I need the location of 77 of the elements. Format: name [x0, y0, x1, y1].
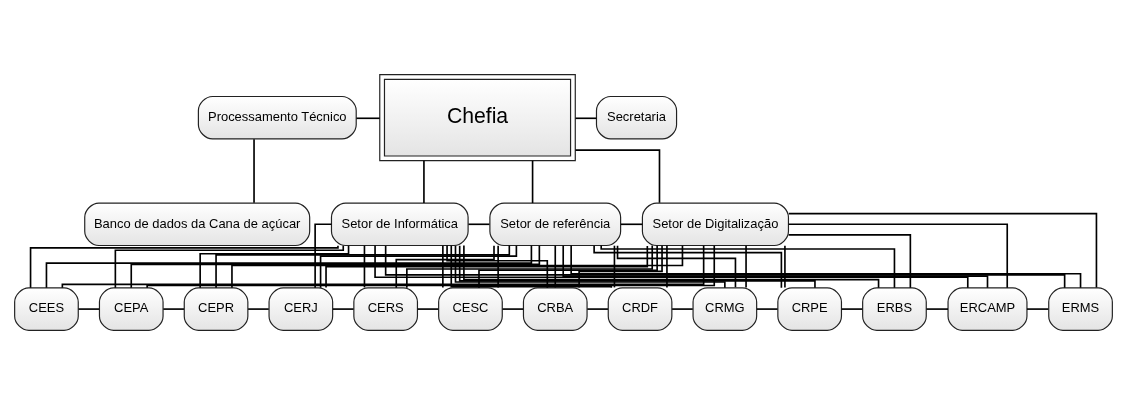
connector — [454, 244, 726, 289]
connector — [450, 244, 613, 289]
connector — [531, 159, 534, 204]
node-box: ERCAMP — [947, 287, 1028, 331]
connector — [384, 245, 1066, 289]
connector — [45, 244, 533, 289]
connector — [574, 117, 598, 120]
connector — [788, 212, 1098, 289]
connector — [77, 308, 100, 310]
node-box: CRMG — [692, 287, 758, 331]
connector — [784, 244, 786, 289]
connector — [395, 244, 495, 289]
connector — [467, 223, 491, 226]
node-box: CRPE — [777, 287, 843, 331]
node-box: ERBS — [862, 287, 927, 331]
connector — [416, 308, 440, 310]
node-box: Secretaria — [595, 95, 678, 140]
connector — [497, 244, 499, 289]
connector — [463, 244, 880, 289]
connector — [199, 244, 350, 289]
connector — [570, 244, 1082, 289]
connector — [562, 244, 989, 289]
connector — [319, 244, 518, 289]
connector — [787, 234, 912, 289]
connector — [745, 244, 747, 289]
node-box: Setor de Digitalização — [641, 202, 790, 247]
connector — [620, 223, 644, 226]
connector — [756, 308, 779, 310]
connector — [501, 308, 524, 310]
connector — [406, 244, 654, 289]
node-box: CRDF — [607, 287, 673, 331]
node-box: Chefia — [379, 74, 576, 162]
node-box: ERMS — [1048, 287, 1113, 331]
connector — [616, 244, 737, 289]
connector — [442, 244, 444, 289]
connector — [253, 138, 255, 204]
connector — [666, 244, 668, 289]
node-box: CEES — [14, 287, 79, 331]
connector — [355, 117, 381, 120]
connector — [478, 244, 658, 289]
connector — [325, 245, 649, 289]
connector — [613, 244, 616, 289]
node-box: Setor de referência — [489, 202, 622, 247]
connector — [162, 308, 185, 310]
node-box: CEPR — [183, 287, 249, 331]
connector — [671, 308, 694, 310]
connector — [574, 149, 661, 204]
connector — [247, 308, 270, 310]
connector — [130, 244, 541, 289]
connector — [600, 244, 896, 289]
node-box: Setor de Informática — [330, 202, 469, 247]
connector — [1026, 308, 1050, 310]
node-box: Banco de dados da Cana de açúcar — [84, 202, 311, 247]
connector — [332, 308, 355, 310]
connector — [554, 244, 557, 289]
node-box: CESC — [438, 287, 503, 331]
connector — [458, 244, 816, 289]
connector — [586, 308, 609, 310]
connector — [363, 244, 366, 289]
connector — [314, 223, 333, 289]
connector — [215, 244, 511, 289]
connector — [374, 244, 969, 289]
connector — [925, 308, 949, 310]
node-box: CRBA — [522, 287, 588, 331]
connector — [29, 244, 339, 289]
node-box: Processamento Técnico — [197, 95, 357, 140]
connector — [114, 244, 345, 289]
connector — [423, 159, 425, 204]
connector — [840, 308, 864, 310]
connector — [231, 245, 684, 289]
connector — [593, 244, 783, 289]
connector — [578, 244, 663, 289]
node-box: CERS — [353, 287, 419, 331]
connector — [787, 223, 1009, 289]
node-box: CERJ — [268, 287, 334, 331]
connector — [446, 244, 549, 289]
node-box: CEPA — [98, 287, 164, 331]
